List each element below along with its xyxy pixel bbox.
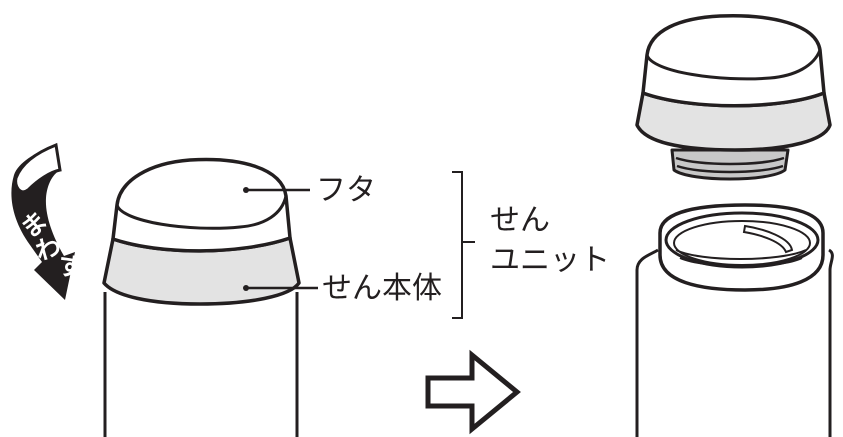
plug-body-label: せん本体 xyxy=(322,271,442,306)
plug-unit-label-1: せん xyxy=(490,203,550,238)
bottle-shoulder xyxy=(635,248,834,437)
lid-label: フタ xyxy=(316,173,376,208)
lid xyxy=(111,157,292,253)
plug-unit-label-2: ユニット xyxy=(490,243,610,278)
rotate-arrow: ま わ す xyxy=(11,142,86,300)
removed-lid-top xyxy=(645,49,822,81)
annotation: フタ せん本体 せん ユニット xyxy=(243,171,610,319)
lid-top xyxy=(115,195,288,230)
rotate-arrow-back xyxy=(14,142,62,194)
bottle-closed xyxy=(102,157,301,437)
rotate-char-3: す xyxy=(56,250,86,283)
bottle-body-left xyxy=(103,292,299,437)
bottle-inner-slot xyxy=(742,224,794,254)
plug-unit-removed xyxy=(635,14,832,181)
plug-unit-bracket xyxy=(452,171,475,319)
next-step-arrow xyxy=(425,349,521,435)
bottle-open xyxy=(635,203,834,437)
bottle-mouth-inner xyxy=(673,220,811,266)
plug-thread-lines xyxy=(675,156,785,174)
removed-lid xyxy=(641,14,826,108)
bottle-inner-threads xyxy=(675,249,807,268)
